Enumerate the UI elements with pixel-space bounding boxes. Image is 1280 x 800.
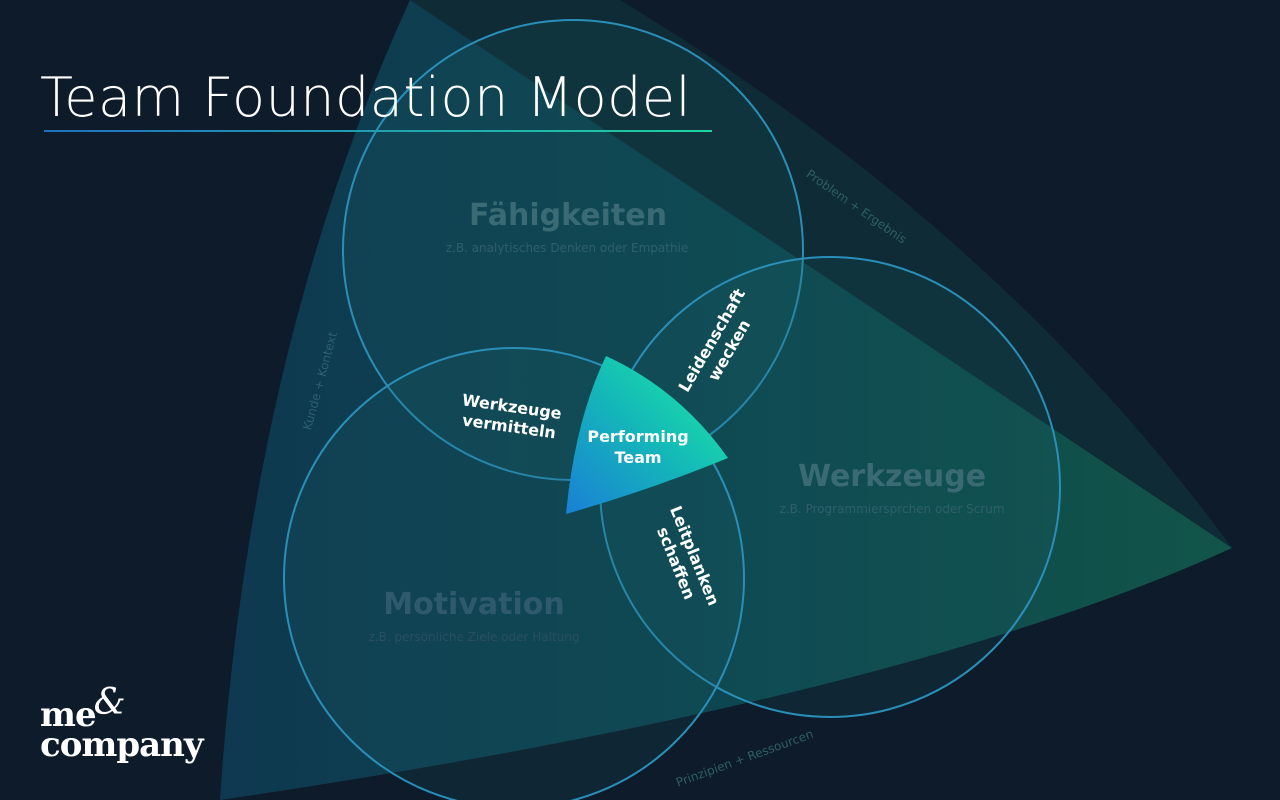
logo-ampersand: & xyxy=(93,682,126,723)
sub-werkzeuge: z.B. Programmiersprchen oder Scrum xyxy=(779,502,1004,516)
label-werkzeuge: Werkzeuge xyxy=(798,459,986,494)
title-underline xyxy=(44,130,712,132)
label-motivation: Motivation xyxy=(383,587,564,622)
center-label-line1: Performing xyxy=(587,427,688,446)
company-logo: me& company xyxy=(40,685,204,765)
context-triangle xyxy=(220,0,1232,800)
edge-label-bottom: Prinzipien + Ressourcen xyxy=(674,727,815,790)
center-label-line2: Team xyxy=(614,448,661,467)
logo-line2: company xyxy=(40,725,204,765)
page-title: Team Foundation Model xyxy=(40,66,692,129)
label-faehigkeiten: Fähigkeiten xyxy=(469,198,667,233)
performing-team-shape xyxy=(566,356,728,514)
sub-faehigkeiten: z.B. analytisches Denken oder Empathie xyxy=(446,241,689,255)
logo-me: me xyxy=(40,695,97,735)
sub-motivation: z.B. persönliche Ziele oder Haltung xyxy=(369,630,580,644)
logo-line1: me& xyxy=(40,685,203,733)
context-triangle-top xyxy=(410,0,1232,548)
